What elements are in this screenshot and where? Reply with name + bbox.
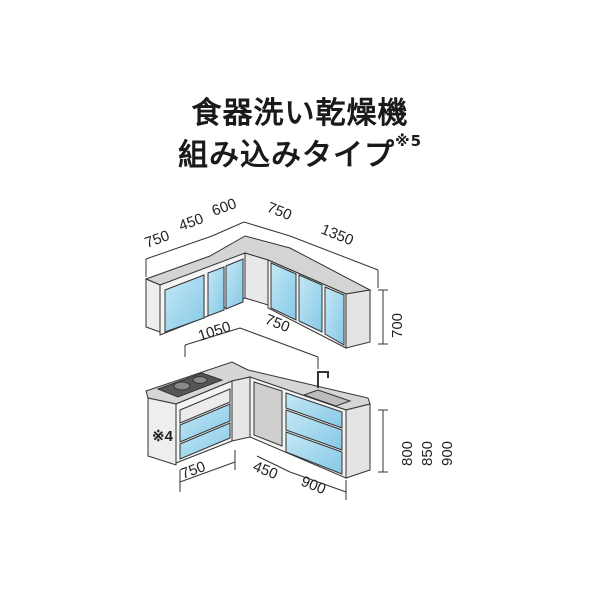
lower-drawer [285,392,343,429]
dim-lower-900: 900 [299,473,329,498]
dim-lower-900: 900 [439,441,456,466]
title-line-2-text: 組み込みタイプ [177,138,395,173]
lower-dimension-lines [179,327,388,500]
dim-lower-750-bottom: 750 [179,458,208,483]
lower-cabinet-right-side [345,403,371,479]
upper-cabinet [144,235,372,349]
upper-cabinet-right-side [345,289,371,349]
title-note-mark: ※5 [394,132,423,150]
dim-upper-750-left: 750 [143,227,172,252]
upper-door [270,262,297,321]
dim-upper-450: 450 [177,210,206,235]
dim-upper-750-corner: 750 [265,199,295,224]
dim-lower-850: 850 [419,441,436,466]
dim-lower-450: 450 [251,458,281,483]
lower-drawer [285,409,343,451]
upper-door [207,266,225,317]
burner [173,381,191,391]
lower-drawer [179,422,231,460]
dishwasher-panel [253,381,283,447]
upper-cabinet-corner [244,252,269,306]
lower-cabinet-corner [231,376,251,442]
lower-cabinet [145,361,371,479]
side-note-mark: ※4 [152,428,174,445]
title-line-2: 組み込みタイプ※5 [0,130,600,174]
lower-drawer [179,388,231,424]
lower-drawer [179,403,231,443]
upper-dimension-lines [145,221,388,345]
upper-cabinet-left-side [145,278,161,333]
sink [302,389,352,407]
dim-upper-1350: 1350 [319,221,356,249]
dim-lower-1050: 1050 [196,318,233,344]
title-line-1: 食器洗い乾燥機 [191,96,409,131]
upper-door [298,274,323,333]
upper-door [164,274,205,333]
burner [192,376,208,384]
dim-upper-700: 700 [389,313,406,338]
lower-cabinet-left-side [147,397,177,466]
lower-drawer [285,431,343,475]
upper-door [324,286,345,346]
faucet [317,371,329,388]
dim-upper-600: 600 [210,195,239,220]
dim-lower-800: 800 [399,441,416,466]
upper-door [225,258,244,310]
